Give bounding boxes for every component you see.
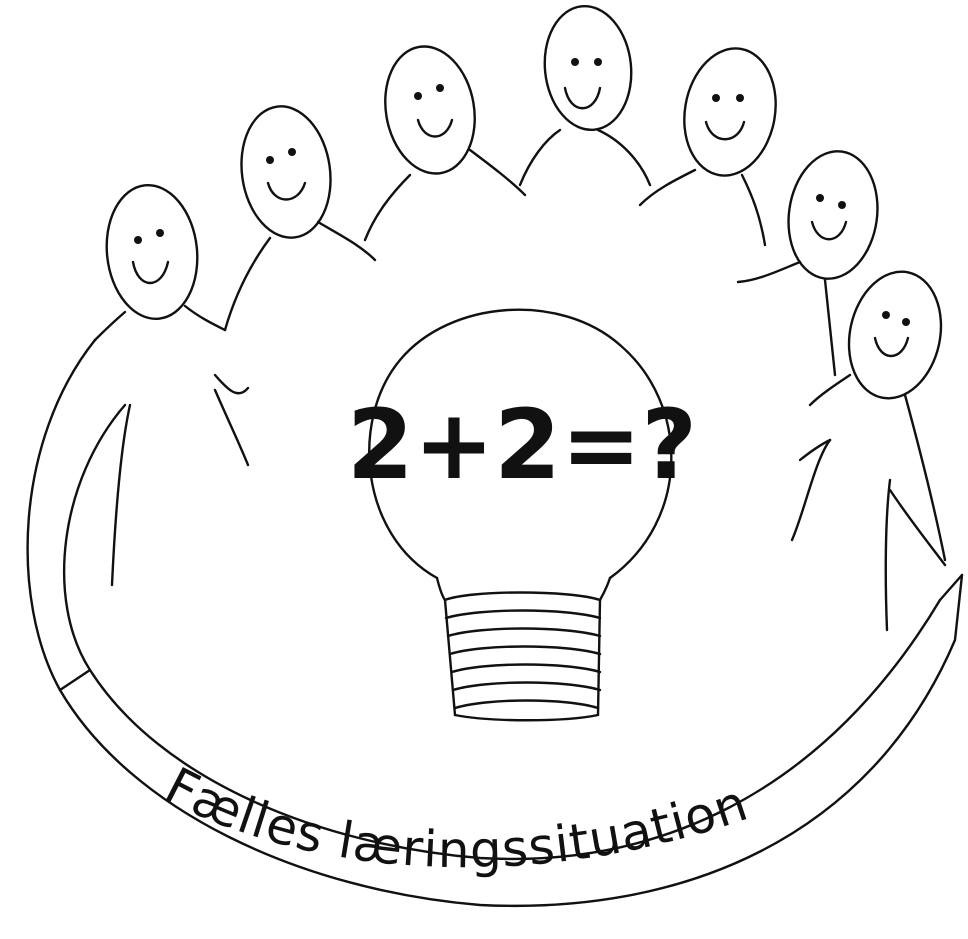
- person-6: [738, 145, 885, 375]
- person-4: [520, 2, 650, 185]
- person-2: [225, 101, 375, 330]
- banner-caption: Fælles læringssituation: [156, 756, 755, 879]
- person-7: [792, 263, 952, 630]
- light-bulb-icon: 2+2=?: [347, 310, 697, 721]
- bulb-equation: 2+2=?: [347, 389, 697, 501]
- person-1: [95, 181, 248, 585]
- person-5: [640, 41, 785, 245]
- person-3: [365, 39, 525, 240]
